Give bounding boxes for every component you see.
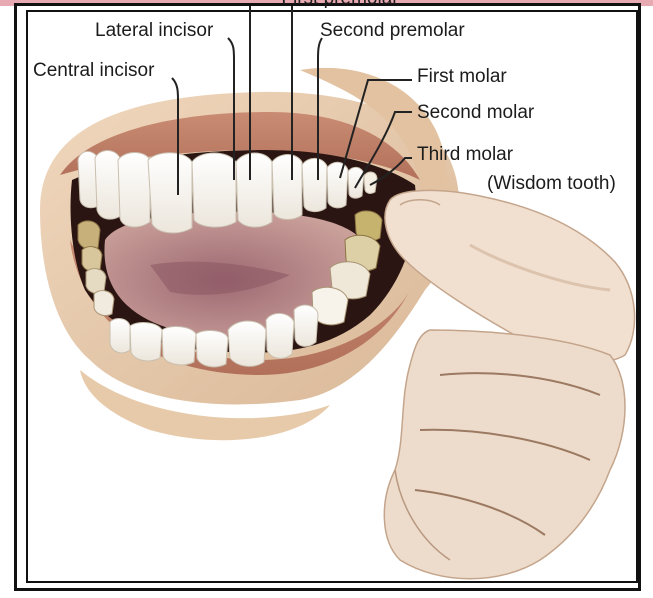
label-top-partial: First premolar: [281, 0, 399, 9]
label-second-molar: Second molar: [417, 102, 535, 123]
label-lateral-incisor: Lateral incisor: [95, 20, 214, 41]
label-central-incisor: Central incisor: [33, 60, 155, 81]
label-wisdom-tooth: (Wisdom tooth): [487, 173, 616, 194]
hand: [384, 190, 634, 578]
label-second-premolar: Second premolar: [320, 20, 465, 41]
label-first-molar: First molar: [417, 66, 507, 87]
fist: [384, 330, 625, 579]
label-third-molar: Third molar: [417, 144, 514, 165]
